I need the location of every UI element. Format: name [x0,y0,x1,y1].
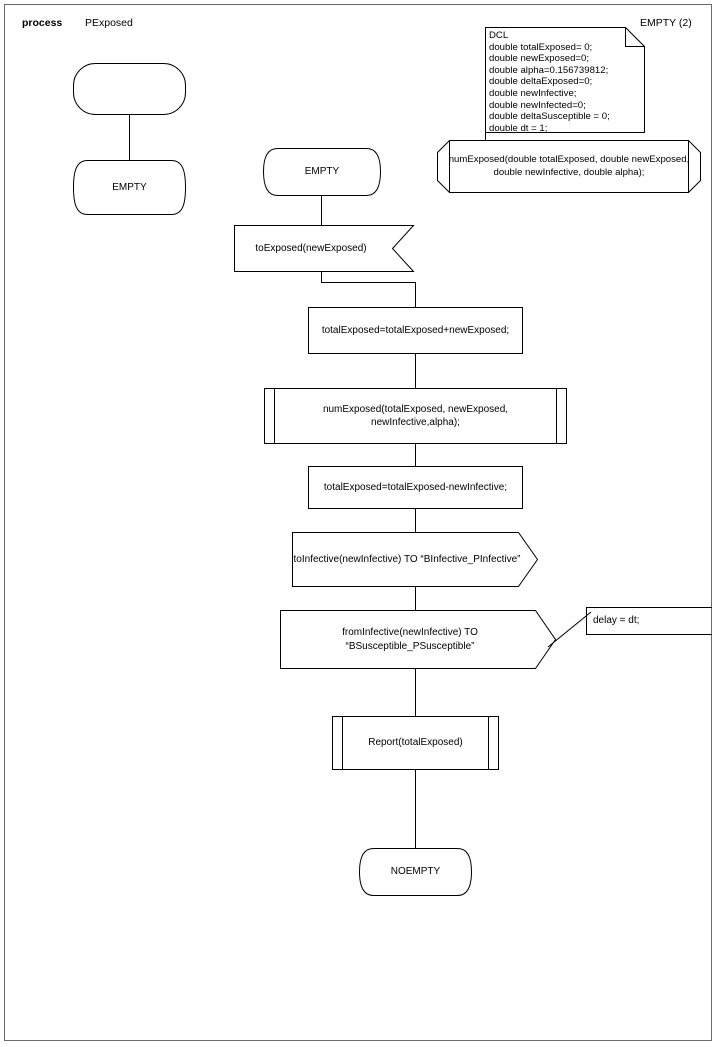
procedure-declaration-symbol: numExposed(double totalExposed, double n… [437,140,701,193]
state-symbol-empty-left: EMPTY [72,160,187,215]
connector-task2-to-output1 [415,509,416,532]
diagram-kind-label: process [22,17,63,29]
connector-output1-to-output2 [415,587,416,610]
start-symbol [73,63,186,115]
page-number-label: EMPTY (2) [640,17,692,29]
task-symbol-total-exposed-add: totalExposed=totalExposed+newExposed; [308,307,523,354]
connector-output2-to-report [415,669,416,716]
page-title: PExposed [85,17,133,29]
comment-leader-line [547,608,592,648]
state-symbol-empty-main: EMPTY [262,148,382,196]
connector-input-elbow-horizontal [321,282,416,283]
connector-report-to-state-end [415,770,416,848]
input-symbol-toExposed: toExposed(newExposed) [234,225,415,272]
dcl-note-symbol: DCL double totalExposed= 0; double newEx… [485,27,645,134]
connector-input-elbow-vertical-b [415,282,416,307]
procedure-call-symbol-report: Report(totalExposed) [332,716,499,770]
output-symbol-fromInfective: fromInfective(newInfective) TO “BSuscept… [280,610,557,669]
state-symbol-noempty: NOEMPTY [358,848,473,896]
connector-task1-to-procedure-call [415,354,416,388]
procedure-call-symbol-numExposed: numExposed(totalExposed, newExposed, new… [264,388,567,444]
comment-symbol-delay: delay = dt; [586,607,712,635]
dcl-note-connector [485,133,486,146]
task-symbol-total-exposed-sub: totalExposed=totalExposed-newInfective; [308,466,523,509]
dcl-note-text: DCL double totalExposed= 0; double newEx… [489,30,610,134]
connector-state-to-input [321,196,322,225]
page-frame-border [4,4,712,1041]
connector-input-elbow-vertical-a [321,272,322,282]
output-symbol-toInfective: toInfective(newInfective) TO “BInfective… [292,532,539,587]
connector-start-to-state [129,115,130,160]
connector-procedure-call-to-task2 [415,444,416,466]
